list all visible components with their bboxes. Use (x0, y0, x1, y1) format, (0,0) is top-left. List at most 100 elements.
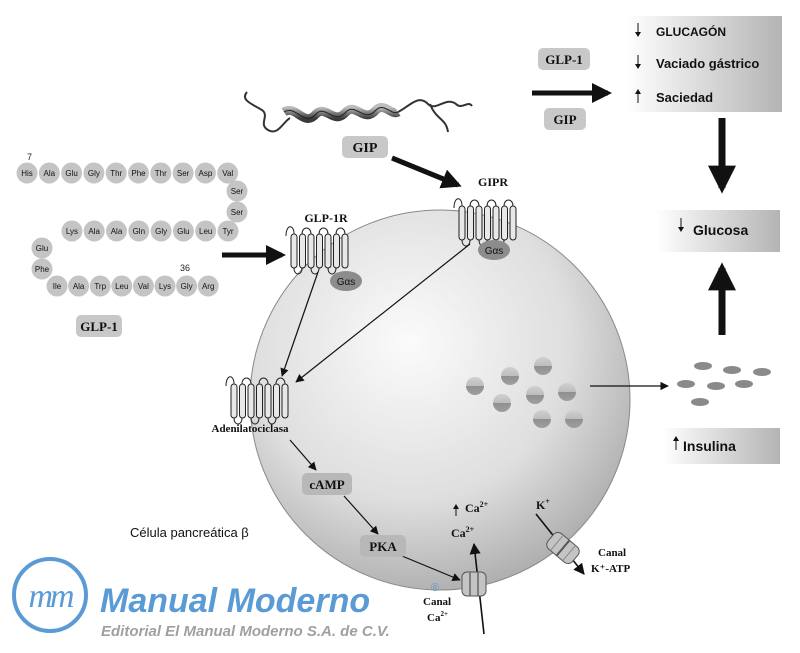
residue-bead (154, 275, 176, 297)
ca-channel (461, 571, 487, 597)
camp-label: cAMP (309, 477, 344, 492)
residue-bead (132, 275, 154, 297)
residue-label: Leu (115, 282, 128, 291)
residue-bead (176, 275, 198, 297)
residue-label: Ser (231, 208, 244, 217)
residue-bead (128, 220, 150, 242)
up-arrow-insulina (673, 436, 679, 450)
arrow-gipr-to-ac (295, 243, 471, 383)
cell-label: Célula pancreática β (130, 525, 249, 540)
tm-helix (230, 383, 238, 419)
gas-label-2: Gαs (485, 246, 504, 257)
tm-helix (256, 383, 263, 419)
pka-box (360, 535, 406, 557)
tm-helix (281, 383, 289, 419)
residue-number-end: 36 (180, 263, 190, 273)
residue-label: Gln (133, 227, 145, 236)
residue-bead (89, 275, 111, 297)
residue-bead (31, 258, 53, 280)
canal-ca-label-2: Ca2+ (427, 610, 448, 624)
canal-katp-label-2: K⁺-ATP (591, 563, 630, 575)
ca-in-label: Ca2+ (451, 525, 475, 540)
effect-glucosa: Glucosa (693, 222, 748, 238)
residue-label: Val (138, 282, 149, 291)
residue-bead (46, 275, 68, 297)
k-label: K+ (536, 497, 550, 512)
adenylate-cyclase-label: Adenilatociclasa (212, 423, 289, 435)
gas-label-1: Gαs (337, 277, 356, 288)
down-arrow-vaciado (635, 55, 641, 69)
effects-panel (626, 16, 782, 112)
residue-label: Ser (231, 187, 244, 196)
receptor-loops (285, 226, 346, 275)
residue-label: Lys (159, 282, 171, 291)
gipr-receptor (453, 198, 517, 247)
logo-registered: ® (431, 582, 439, 594)
tm-helix (492, 205, 500, 241)
residue-label: Glu (36, 244, 48, 253)
tm-helix (458, 205, 466, 241)
pancreatic-cell (249, 209, 631, 591)
arrow-ac-to-camp (289, 439, 317, 471)
residue-bead (111, 275, 133, 297)
residue-bead (217, 162, 239, 184)
residue-number-start: 7 (27, 152, 32, 162)
residue-bead (172, 162, 194, 184)
residue-label: Ala (73, 282, 85, 291)
gip-ribbon-structure (243, 91, 473, 133)
glp1-box-top-label: GLP-1 (545, 52, 583, 67)
residue-bead (38, 162, 60, 184)
effect-glucagon: GLUCAGÓN (656, 24, 726, 39)
residue-bead (83, 220, 105, 242)
residue-label: Ala (88, 227, 100, 236)
residue-bead (83, 162, 105, 184)
residue-bead (128, 162, 149, 184)
residue-bead (217, 220, 239, 242)
effect-insulina: Insulina (683, 438, 736, 454)
residue-label: Phe (131, 169, 146, 178)
tm-helix (501, 205, 508, 241)
residue-label: Thr (110, 169, 122, 178)
residue-label: Ile (53, 282, 62, 291)
gip-top-label: GIP (353, 141, 378, 156)
tm-helix (290, 233, 298, 269)
arrow-gip-to-gipr (391, 155, 462, 189)
tm-helix (247, 383, 255, 419)
ca-up-label: Ca2+ (465, 500, 489, 515)
k-atp-channel (546, 532, 580, 564)
logo-subtitle: Editorial El Manual Moderno S.A. de C.V. (101, 623, 390, 640)
tm-helix (239, 383, 246, 419)
glp1-label: GLP-1 (80, 319, 118, 334)
pka-label: PKA (369, 539, 397, 554)
residue-bead (61, 220, 83, 242)
logo-monogram (12, 557, 88, 633)
residue-label: Gly (88, 169, 100, 178)
residue-bead (31, 237, 53, 259)
tm-helix (333, 233, 340, 269)
residue-label: Trp (94, 282, 106, 291)
gas-protein-glp1r (330, 271, 362, 291)
tm-helix (475, 205, 483, 241)
insulina-panel (662, 428, 780, 464)
residue-bead (226, 201, 248, 223)
camp-box (302, 473, 352, 495)
residue-label: Leu (199, 227, 212, 236)
arrow-glp1r-to-ac (280, 271, 319, 377)
residue-bead (150, 162, 172, 184)
effect-saciedad: Saciedad (656, 90, 713, 105)
residue-bead (150, 220, 172, 242)
glp1-box-top (538, 48, 590, 70)
tm-helix (467, 205, 474, 241)
logo-name: Manual Moderno (100, 582, 370, 620)
glp1r-receptor (285, 226, 349, 275)
residue-label: His (21, 169, 33, 178)
residue-bead (105, 162, 127, 184)
residue-label: Arg (202, 282, 214, 291)
residue-label: Gly (181, 282, 193, 291)
tm-helix (509, 205, 517, 241)
arrow-pka-to-cachannel (401, 555, 461, 581)
residue-label: Ala (44, 169, 56, 178)
residue-bead (226, 180, 248, 202)
